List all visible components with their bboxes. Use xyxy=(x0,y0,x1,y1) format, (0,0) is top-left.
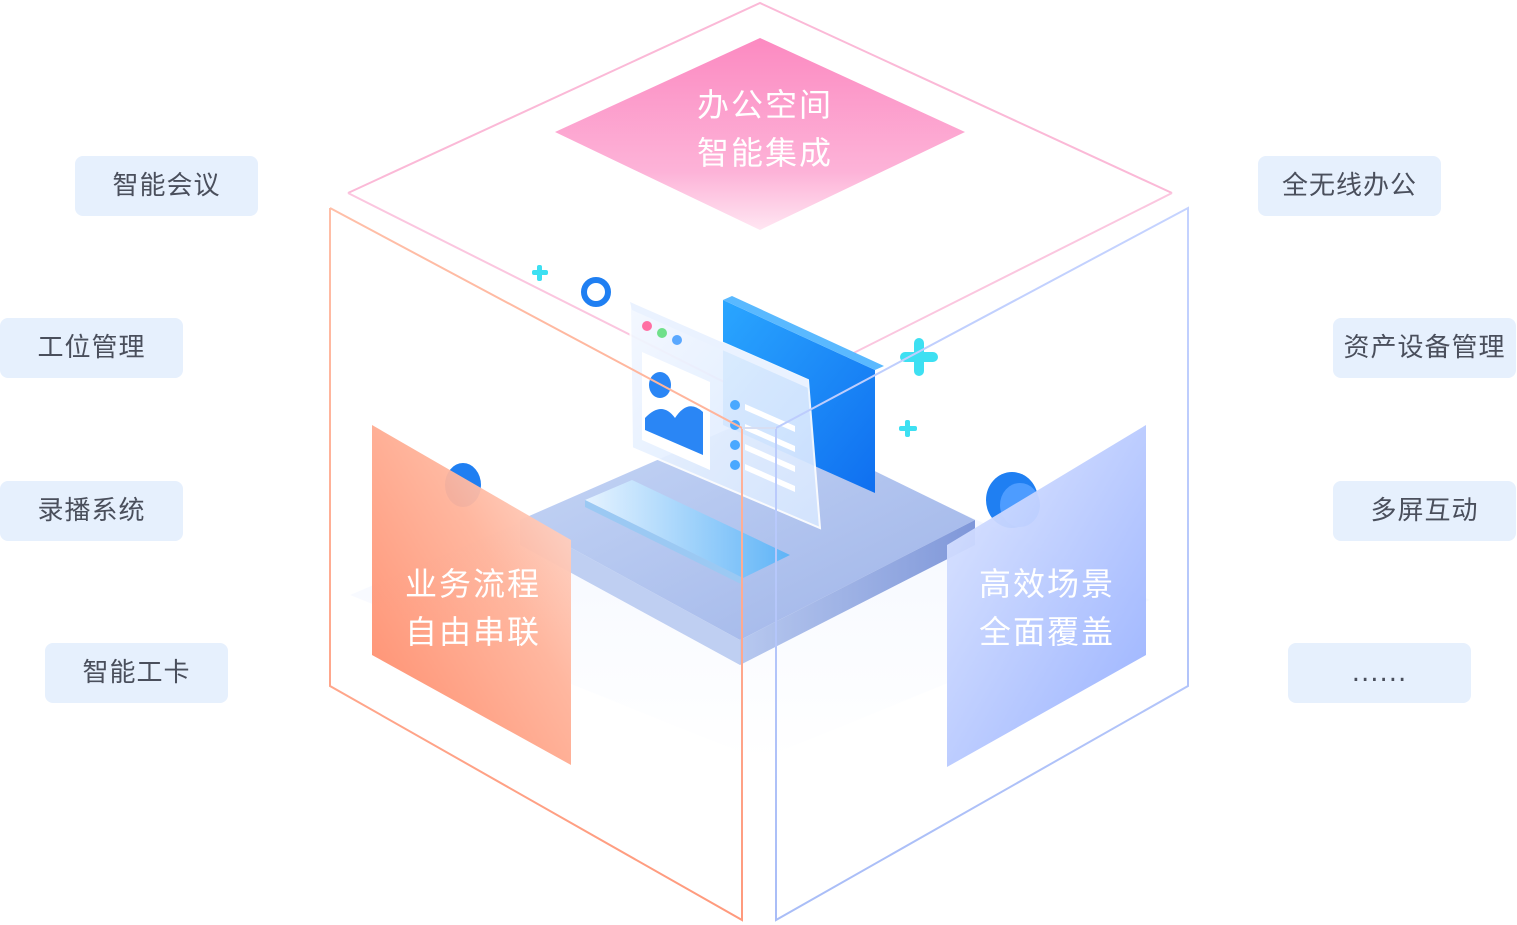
top-face-line2: 智能集成 xyxy=(696,134,833,172)
cube-front-edges xyxy=(329,206,1189,922)
left-face-line1: 业务流程 xyxy=(404,565,541,603)
left-tag-workstation: 工位管理 xyxy=(0,318,183,378)
right-tag-more: ...... xyxy=(1288,643,1471,703)
keyboard xyxy=(585,480,790,585)
right-face-line2: 全面覆盖 xyxy=(978,613,1115,651)
plus-sparkle-icon xyxy=(532,265,938,437)
top-face-label: 办公空间 智能集成 xyxy=(660,81,870,177)
top-face-line1: 办公空间 xyxy=(696,86,833,124)
left-tag-smart-card: 智能工卡 xyxy=(45,643,228,703)
left-face-label: 业务流程 自由串联 xyxy=(368,560,578,656)
left-tag-smart-meeting: 智能会议 xyxy=(75,156,258,216)
top-face xyxy=(555,38,965,230)
right-tag-wireless-office: 全无线办公 xyxy=(1258,156,1441,216)
right-tag-asset-management: 资产设备管理 xyxy=(1333,318,1516,378)
right-tag-multi-screen: 多屏互动 xyxy=(1333,481,1516,541)
right-face-label: 高效场景 全面覆盖 xyxy=(942,560,1152,656)
left-face xyxy=(372,425,571,765)
right-face-line1: 高效场景 xyxy=(978,565,1115,603)
right-face xyxy=(947,425,1146,767)
ring-icon xyxy=(581,277,611,307)
left-tag-recording: 录播系统 xyxy=(0,481,183,541)
monitor-window-icon xyxy=(628,296,884,530)
left-face-line2: 自由串联 xyxy=(404,613,541,651)
